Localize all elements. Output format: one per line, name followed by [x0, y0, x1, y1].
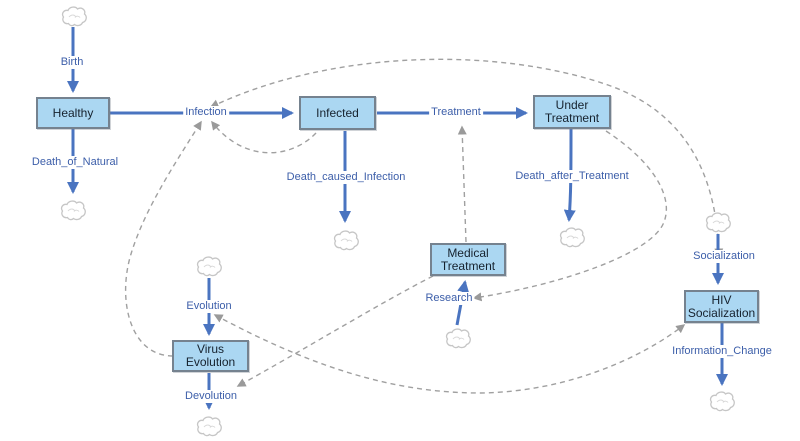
stock-hiv-socialization[interactable]: HIV Socialization: [684, 290, 759, 323]
clouds: [60, 6, 735, 437]
flow-label-research[interactable]: Research: [423, 292, 475, 305]
cloud-icon-infection-death-sink[interactable]: [333, 230, 359, 251]
link-medical-treatment-to-devolution: [236, 275, 434, 387]
flow-label-birth[interactable]: Birth: [58, 56, 86, 69]
flow-label-infection[interactable]: Infection: [183, 106, 229, 119]
stock-infected-label: Infected: [316, 105, 359, 120]
stock-medical-treatment-label-line1: Medical: [447, 245, 489, 260]
stock-hiv-socialization-label-line2: Socialization: [687, 305, 756, 320]
stock-infected[interactable]: Infected: [299, 96, 376, 130]
flow-label-treatment[interactable]: Treatment: [429, 106, 483, 119]
stock-hiv-socialization-label-line1: HIV: [711, 292, 732, 307]
cloud-icon-treatment-death-sink[interactable]: [559, 227, 585, 248]
stock-medical-treatment[interactable]: Medical Treatment: [430, 243, 506, 276]
flow-label-devolution[interactable]: Devolution: [183, 390, 239, 403]
flow-label-death-after-treatment[interactable]: Death_after_Treatment: [513, 170, 631, 183]
cloud-icon-devolution-sink[interactable]: [196, 416, 222, 437]
flow-label-death-of-natural[interactable]: Death_of_Natural: [29, 156, 121, 169]
flow-label-evolution[interactable]: Evolution: [184, 300, 234, 313]
stock-under-treatment[interactable]: Under Treatment: [533, 95, 611, 129]
cloud-icon-research-source[interactable]: [445, 328, 471, 349]
stock-virus-evolution[interactable]: Virus Evolution: [172, 340, 249, 372]
information-links: [124, 58, 724, 394]
stock-medical-treatment-label-line2: Treatment: [440, 258, 496, 273]
cloud-icon-evolution-source[interactable]: [196, 256, 222, 277]
cloud-icon-natural-death-sink[interactable]: [60, 200, 86, 221]
flow-label-socialization[interactable]: Socialization: [691, 250, 757, 263]
link-under-treatment-to-research: [472, 130, 668, 302]
stock-virus-evolution-label: Virus Evolution: [185, 342, 236, 369]
link-evolution-hiv-socialization-arc: [213, 314, 686, 394]
link-hiv-socialization-infection-arc: [209, 58, 724, 258]
cloud-icon-birth-source[interactable]: [61, 6, 87, 27]
stock-healthy-label: Healthy: [52, 105, 94, 120]
cloud-icon-socialization-source[interactable]: [705, 212, 731, 233]
flow-label-death-caused-infection[interactable]: Death_caused_Infection: [284, 171, 408, 184]
stock-healthy[interactable]: Healthy: [36, 97, 110, 129]
flow-label-information-change[interactable]: Information_Change: [670, 345, 774, 358]
stock-under-treatment-label-line2: Treatment: [544, 111, 600, 125]
link-virus-evolution-to-infection: [124, 120, 202, 357]
link-medical-treatment-to-treatment: [457, 125, 467, 243]
flow-pipes: [67, 27, 728, 410]
cloud-icon-information-sink[interactable]: [709, 391, 735, 412]
